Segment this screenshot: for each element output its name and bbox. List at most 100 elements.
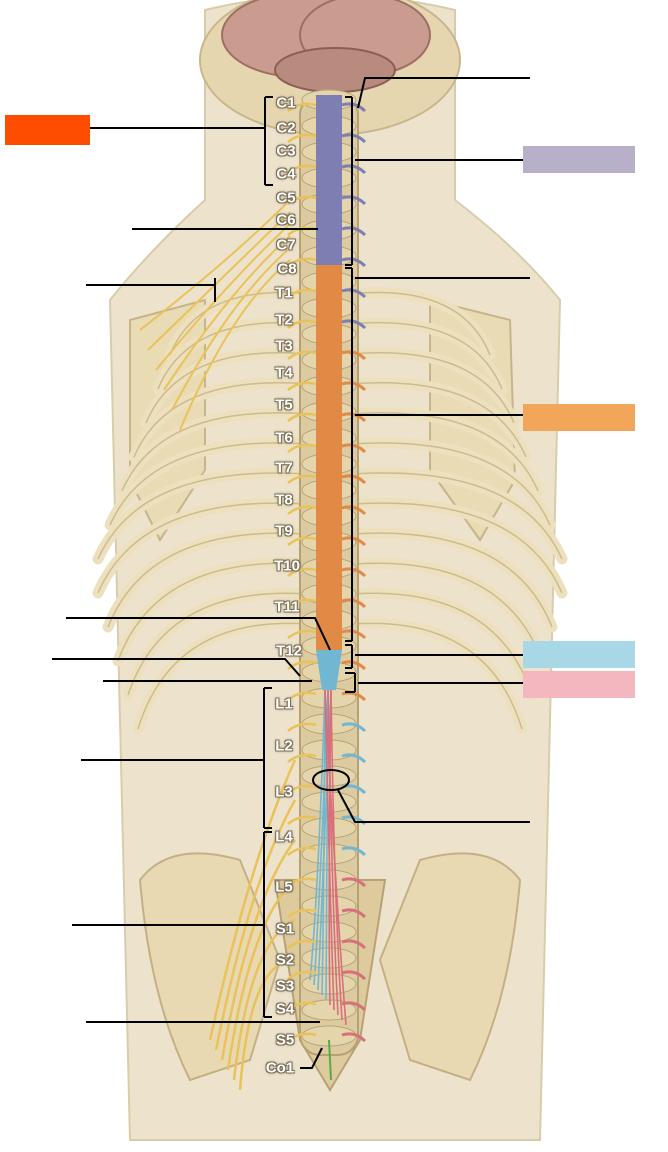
vertebra-label-cervical: C4: [276, 165, 296, 183]
spinal-nerve-left: [287, 102, 317, 112]
spinal-nerve-right: [341, 877, 367, 888]
rib-left-outline: [137, 622, 321, 730]
vertebra-label-cervical: C1: [276, 94, 296, 112]
leader-cauda-equina: [337, 789, 530, 823]
spinal-nerve-right: [341, 939, 367, 950]
vertebra-label-thoracic: T1: [275, 284, 293, 302]
spinal-nerve-left: [287, 505, 317, 515]
vertebra-label-lumbar: L4: [275, 828, 293, 846]
spinal-nerve-left: [287, 381, 317, 391]
spinal-nerve-left: [287, 939, 317, 949]
spinal-nerve-right: [341, 1001, 367, 1012]
spinal-nerve-right: [341, 350, 367, 361]
rib-left-outline: [133, 382, 321, 458]
leader-brachial-plexus: [86, 278, 216, 302]
rib-right-outline: [339, 562, 543, 662]
lumbar-color-box: [523, 641, 635, 668]
spinal-nerve-right: [341, 164, 367, 175]
rib-right-outline: [339, 442, 551, 526]
spinal-nerve-left: [287, 1032, 317, 1042]
spinal-nerve-right: [341, 443, 367, 454]
rib-right-outline: [339, 472, 563, 560]
vertebra-label-cervical: C7: [276, 236, 296, 254]
vertebra-label-thoracic: T2: [275, 311, 293, 329]
cerebellum: [274, 47, 396, 93]
coccygeal-nerve: [328, 1039, 332, 1081]
vertebra-label-thoracic: T9: [275, 522, 293, 540]
bracket-lumbar-right: [345, 644, 523, 669]
rib-left-outline: [97, 472, 321, 560]
vertebra-label-thoracic: T12: [276, 642, 302, 660]
spinal-nerve-left: [287, 350, 317, 360]
spinal-nerve-right: [341, 598, 367, 609]
spinal-nerve-left: [287, 722, 317, 732]
left-iliac: [138, 852, 282, 1082]
brachial-plexus-nerve: [139, 199, 291, 331]
leader-top-right: [357, 77, 530, 109]
spinal-nerve-right: [341, 412, 367, 423]
spinal-nerve-left: [287, 846, 317, 856]
lumbosacral-plexus-nerve: [208, 759, 297, 1041]
spinal-nerve-left: [287, 443, 317, 453]
spinal-nerve-right: [341, 226, 367, 237]
spinal-nerve-left: [287, 412, 317, 422]
lumbosacral-plexus-nerve: [226, 879, 296, 1071]
vertebra-label-sacral: S2: [275, 951, 295, 969]
spinal-nerve-left: [287, 970, 317, 980]
cauda-equina-root: [309, 689, 326, 981]
vertebra-label-thoracic: T8: [275, 491, 293, 509]
cauda-equina-root: [327, 689, 339, 1016]
rib-left-outline: [145, 351, 321, 424]
vertebra-label-lumbar: L5: [275, 878, 293, 896]
bracket-sacral-right: [345, 672, 523, 693]
rib-left-outline: [97, 502, 321, 594]
spinal-nerve-right: [341, 846, 367, 857]
vertebra-label-thoracic: T5: [275, 396, 293, 414]
spinal-nerve-left: [287, 567, 317, 577]
brachial-plexus-nerve: [171, 247, 291, 411]
bracket-lumbar-left: [81, 687, 272, 829]
vertebra-label-cervical: C6: [276, 211, 296, 229]
spinal-nerve-left: [287, 691, 317, 701]
spinal-nerve-right: [341, 102, 367, 113]
cauda-equina-root: [321, 689, 326, 996]
rib-left-outline: [157, 321, 321, 390]
vertebra-label-lumbar: L2: [275, 737, 293, 755]
lumbosacral-plexus-nerve: [238, 958, 296, 1091]
spinal-nerve-right: [341, 908, 367, 919]
rib-right-outline: [339, 502, 563, 594]
lumbar-cord-segment: [316, 650, 342, 690]
rib-cage: [92, 287, 568, 735]
spinal-nerve-left: [287, 133, 317, 143]
vertebra-label-thoracic: T7: [275, 459, 293, 477]
vertebra-label-thoracic: T10: [274, 557, 300, 575]
spinal-nerve-left: [287, 195, 317, 205]
spinal-nerve-left: [287, 908, 317, 918]
vertebra-label-cervical: C2: [276, 119, 296, 137]
spinal-nerve-right: [341, 629, 367, 640]
bracket-cervical-right: [345, 96, 523, 266]
spinal-nerve-left: [287, 164, 317, 174]
spinal-nerve-right: [341, 133, 367, 144]
brachial-plexus-nerve: [155, 223, 291, 371]
vertebra-label-thoracic: T11: [274, 598, 300, 616]
bracket-thoracic-right: [345, 267, 530, 642]
vertebra-label-sacral: S3: [275, 977, 295, 995]
spinal-nerve-right: [341, 257, 367, 268]
spinal-nerve-right: [341, 288, 367, 299]
vertebra-label-sacral: S5: [275, 1031, 295, 1049]
spinal-nerve-left: [287, 257, 317, 267]
vertebra-label-sacral: S1: [275, 920, 295, 938]
leader-lines: [52, 77, 530, 1081]
spinal-nerve-right: [341, 753, 367, 764]
spinal-nerve-left: [287, 660, 317, 670]
vertebra-label-thoracic: T6: [275, 429, 293, 447]
lumbosacral-plexus-nerve: [214, 799, 297, 1051]
rib-right-outline: [339, 382, 527, 458]
cauda-equina-root: [324, 689, 347, 1026]
lumbosacral-plexus-nerve: [232, 918, 296, 1081]
rib-left-outline: [117, 562, 321, 662]
vertebra-label-lumbar: L1: [275, 695, 293, 713]
spinal-nerve-left: [287, 629, 317, 639]
spinal-nerve-left: [287, 753, 317, 763]
